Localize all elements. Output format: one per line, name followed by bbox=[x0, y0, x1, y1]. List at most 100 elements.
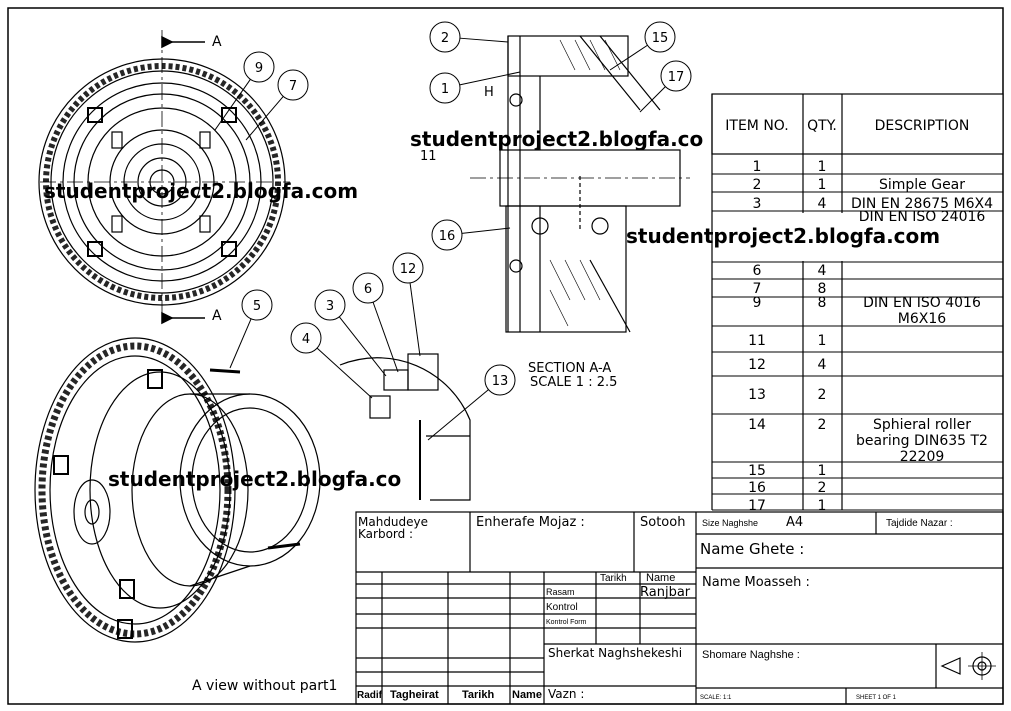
balloon-b17 bbox=[660, 60, 692, 92]
bom-qty-4: 4 bbox=[818, 263, 827, 279]
taghirat-label: Tagheirat bbox=[390, 689, 439, 701]
bom-item-4: 6 bbox=[753, 263, 762, 279]
bom-item-14: 15 bbox=[748, 463, 766, 479]
bom-item-0: 1 bbox=[753, 159, 762, 175]
bom-qty-2: 4 bbox=[818, 196, 827, 212]
bom-header-desc: DESCRIPTION bbox=[875, 118, 970, 134]
bom-desc-11: Sphieral roller bbox=[873, 417, 971, 433]
bom-qty-9: 4 bbox=[818, 357, 827, 373]
watermark-4: studentproject2.blogfa.co bbox=[108, 467, 401, 491]
balloon-b15 bbox=[644, 21, 676, 53]
balloon-label-b7: 7 bbox=[289, 79, 297, 94]
watermark-2: studentproject2.blogfa.co bbox=[410, 127, 703, 151]
projection-symbol bbox=[940, 652, 996, 680]
size-label: Size Naghshe bbox=[702, 518, 758, 528]
isometric-view bbox=[34, 337, 321, 643]
tarikh2-label: Tarikh bbox=[462, 689, 494, 701]
balloon-label-b13: 13 bbox=[492, 374, 509, 389]
balloon-leaders bbox=[214, 37, 666, 441]
sotooh-label: Sotooh bbox=[640, 515, 685, 530]
section-h-label: H bbox=[484, 85, 494, 100]
karbord-label: Karbord : bbox=[358, 527, 413, 541]
balloon-label-b5: 5 bbox=[253, 299, 261, 314]
bom-qty-1: 1 bbox=[818, 177, 827, 193]
leader-b17 bbox=[639, 86, 666, 113]
leader-b12 bbox=[409, 282, 421, 357]
scale-label: SCALE: 1:1 bbox=[700, 695, 732, 701]
rasam-label: Rasam bbox=[546, 587, 575, 597]
bom-header bbox=[711, 93, 1004, 155]
leader-b9 bbox=[214, 79, 251, 131]
bom-qty-6: 8 bbox=[818, 295, 827, 311]
balloon-b16 bbox=[431, 219, 463, 251]
balloon-b12 bbox=[392, 252, 424, 284]
name2-label: Name bbox=[512, 689, 542, 701]
balloon-b9 bbox=[243, 51, 275, 83]
leader-b16 bbox=[461, 227, 511, 234]
bom-item-15: 16 bbox=[748, 480, 766, 496]
leader-b15 bbox=[609, 44, 648, 71]
balloon-b7 bbox=[277, 69, 309, 101]
radif-label: Radif bbox=[357, 690, 383, 701]
balloon-label-b6: 6 bbox=[364, 282, 372, 297]
bom-item-9: 12 bbox=[748, 357, 766, 373]
bom-qty-16: 1 bbox=[818, 498, 827, 514]
detail-view bbox=[339, 353, 471, 501]
balloon-label-b9: 9 bbox=[255, 61, 263, 76]
bom-item-11: 14 bbox=[748, 417, 766, 433]
section-hatch bbox=[549, 39, 621, 327]
enheraf-label: Enherafe Mojaz : bbox=[476, 515, 585, 530]
balloon-label-b17: 17 bbox=[668, 70, 685, 85]
bom-desc-1: Simple Gear bbox=[879, 177, 965, 193]
balloon-label-b1: 1 bbox=[441, 82, 449, 97]
bom-qty-5: 8 bbox=[818, 281, 827, 297]
front-view bbox=[38, 30, 290, 320]
leader-b4 bbox=[316, 347, 373, 399]
balloon-b13 bbox=[484, 364, 516, 396]
bom-desc-2: DIN EN 28675 M6X4 bbox=[851, 196, 993, 212]
balloon-label-b15: 15 bbox=[652, 31, 669, 46]
balloon-b4 bbox=[290, 322, 322, 354]
sherkat-label: Sherkat Naghshekeshi bbox=[548, 646, 682, 660]
section-title: SECTION A-A bbox=[528, 361, 611, 376]
leader-b3 bbox=[338, 316, 387, 377]
bom-qty-8: 1 bbox=[818, 333, 827, 349]
bom-desc-12: bearing DIN635 T2 bbox=[856, 433, 988, 449]
rasam-name: Ranjbar bbox=[640, 585, 691, 600]
bom-item-6: 9 bbox=[753, 295, 762, 311]
tajdid-label: Tajdide Nazar : bbox=[886, 518, 953, 529]
bom-desc-7: M6X16 bbox=[898, 311, 946, 327]
kontrol-label: Kontrol bbox=[546, 602, 578, 613]
bom-occluded-area bbox=[713, 213, 1002, 261]
bom-header-item: ITEM NO. bbox=[725, 118, 788, 134]
balloon-b6 bbox=[352, 272, 384, 304]
leader-b13 bbox=[427, 389, 489, 441]
bom-qty-10: 2 bbox=[818, 387, 827, 403]
balloon-b1 bbox=[429, 72, 461, 104]
leader-b5 bbox=[229, 318, 252, 369]
size-value: A4 bbox=[786, 515, 803, 530]
section-marker-top: A bbox=[212, 34, 222, 50]
bom-desc-6: DIN EN ISO 4016 bbox=[863, 295, 981, 311]
vazn-label: Vazn : bbox=[548, 687, 584, 701]
mahdudeye-label: Mahdudeye bbox=[358, 515, 428, 529]
bom-header-qty: QTY. bbox=[807, 118, 837, 134]
bom-qty-11: 2 bbox=[818, 417, 827, 433]
bom-item-16: 17 bbox=[748, 498, 766, 514]
bom-item-2: 3 bbox=[753, 196, 762, 212]
shomare-label: Shomare Naghshe : bbox=[702, 649, 800, 661]
bom-item-10: 13 bbox=[748, 387, 766, 403]
name-ghete-label: Name Ghete : bbox=[700, 540, 804, 558]
leader-b2 bbox=[459, 37, 509, 43]
balloon-label-b12: 12 bbox=[400, 262, 417, 277]
leader-b6 bbox=[372, 301, 399, 373]
section-view bbox=[470, 35, 690, 333]
title-block bbox=[355, 511, 1004, 705]
balloon-label-b4: 4 bbox=[302, 332, 310, 347]
section-marker-bottom: A bbox=[212, 308, 222, 324]
bom-item-1: 2 bbox=[753, 177, 762, 193]
name-label: Name bbox=[646, 572, 675, 584]
watermark-3: studentproject2.blogfa.com bbox=[626, 224, 940, 248]
balloon-label-b2: 2 bbox=[441, 31, 449, 46]
